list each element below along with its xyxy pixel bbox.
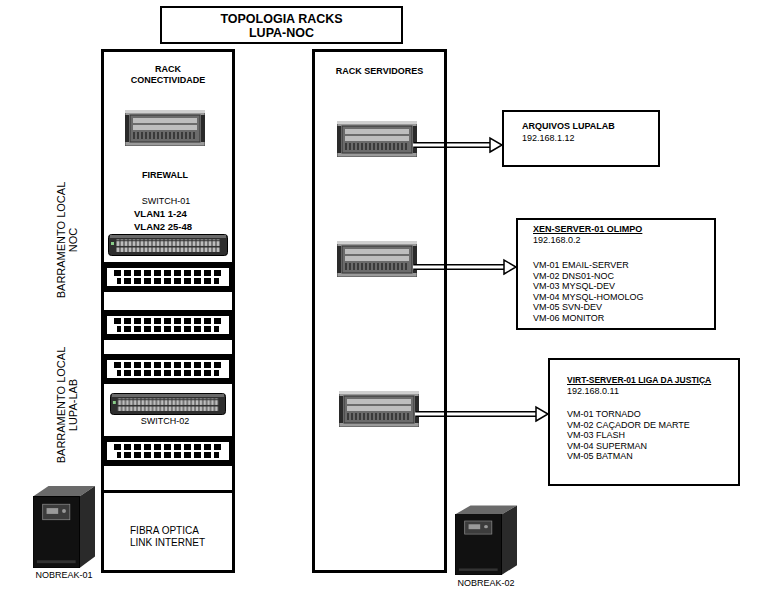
rack-frame: RACK SERVIDORES <box>312 49 447 573</box>
rack-title: RACK CONECTIVIDADE <box>121 64 216 86</box>
vlan-range: VLAN2 25-48 <box>134 221 229 233</box>
rack-title: RACK SERVIDORES <box>322 66 437 77</box>
vlan-range: VLAN1 1-24 <box>134 208 229 220</box>
rack-frame: RACK CONECTIVIDADE FIBRA OPTICA LINK INTE… <box>101 49 235 573</box>
arrow-stub <box>416 411 447 417</box>
rack-section: FIBRA OPTICA LINK INTERNET <box>104 490 232 570</box>
arrow-stub-core <box>413 144 448 147</box>
diagram-title: TOPOLOGIA RACKS LUPA-NOC <box>212 12 352 40</box>
vm-entry: VM-02 CAÇADOR DE MARTE <box>567 420 738 431</box>
server-device <box>339 391 419 427</box>
patch-panel <box>104 354 232 384</box>
section-text: FIBRA OPTICA LINK INTERNET <box>130 525 210 549</box>
arrow-head <box>504 260 516 274</box>
vm-entry: VM-01 EMAIL-SERVER <box>533 260 714 271</box>
arrow-shaft <box>447 411 538 417</box>
server-device <box>337 241 417 277</box>
arrow-shaft <box>447 142 492 148</box>
double-arrow <box>447 138 502 152</box>
switch-device <box>110 394 225 415</box>
server-info-box: ARQUIVOS LUPALAB192.168.1.12 <box>502 110 660 167</box>
double-arrow <box>447 407 548 421</box>
vm-entry: VM-02 DNS01-NOC <box>533 271 714 282</box>
device-name: SWITCH-01 <box>116 196 216 207</box>
switch-device <box>109 235 228 256</box>
arrow-shaft-core <box>447 266 506 269</box>
arrow-head <box>490 138 502 152</box>
arrow-head <box>536 407 548 421</box>
arrow-stub <box>414 264 447 270</box>
server-device <box>337 121 417 157</box>
arrow-shaft-core <box>447 413 538 416</box>
ups-device <box>455 505 517 575</box>
vm-entry: VM-05 BATMAN <box>567 451 738 462</box>
arrow-stub-core <box>413 266 448 269</box>
server-info-box: VIRT-SERVER-01 LIGA DA JUSTIÇA192.168.0.… <box>548 358 740 486</box>
server-name: XEN-SERVER-01 OLIMPO <box>533 224 714 235</box>
vm-entry: VM-05 SVN-DEV <box>533 302 714 313</box>
vm-entry: VM-03 MYSQL-DEV <box>533 281 714 292</box>
arrow-shaft-core <box>447 144 492 147</box>
arrow-shaft <box>447 264 506 270</box>
ups-name: NOBREAK-01 <box>24 570 104 581</box>
patch-panel <box>104 436 232 466</box>
server-info-box: XEN-SERVER-01 OLIMPO192.168.0.2VM-01 EMA… <box>516 218 716 330</box>
vm-entry: VM-06 MONITOR <box>533 313 714 324</box>
arrow-stub <box>414 142 447 148</box>
patch-panel <box>104 310 232 340</box>
double-arrow <box>447 260 516 274</box>
server-name: VIRT-SERVER-01 LIGA DA JUSTIÇA <box>567 375 738 386</box>
patch-panel <box>104 262 232 292</box>
ups-device <box>33 486 95 568</box>
ip-address: 192.168.1.12 <box>522 132 658 144</box>
server-name: ARQUIVOS LUPALAB <box>522 120 658 132</box>
bus-label: BARRAMENTO LOCAL LUPA-LAB <box>54 343 78 468</box>
device-name: FIREWALL <box>115 170 215 181</box>
device-name: SWITCH-02 <box>115 416 215 427</box>
firewall-device <box>125 110 205 146</box>
ip-address: 192.168.0.2 <box>533 235 714 246</box>
vm-entry: VM-03 FLASH <box>567 430 738 441</box>
title-box: TOPOLOGIA RACKS LUPA-NOC <box>160 6 403 44</box>
ups-name: NOBREAK-02 <box>446 578 526 589</box>
vm-entry: VM-04 MYSQL-HOMOLOG <box>533 292 714 303</box>
bus-label: BARRAMENTO LOCAL NOC <box>54 178 78 303</box>
arrow-stub-core <box>415 413 448 416</box>
ip-address: 192.168.0.11 <box>567 386 738 397</box>
vm-entry: VM-01 TORNADO <box>567 409 738 420</box>
vm-entry: VM-04 SUPERMAN <box>567 441 738 452</box>
